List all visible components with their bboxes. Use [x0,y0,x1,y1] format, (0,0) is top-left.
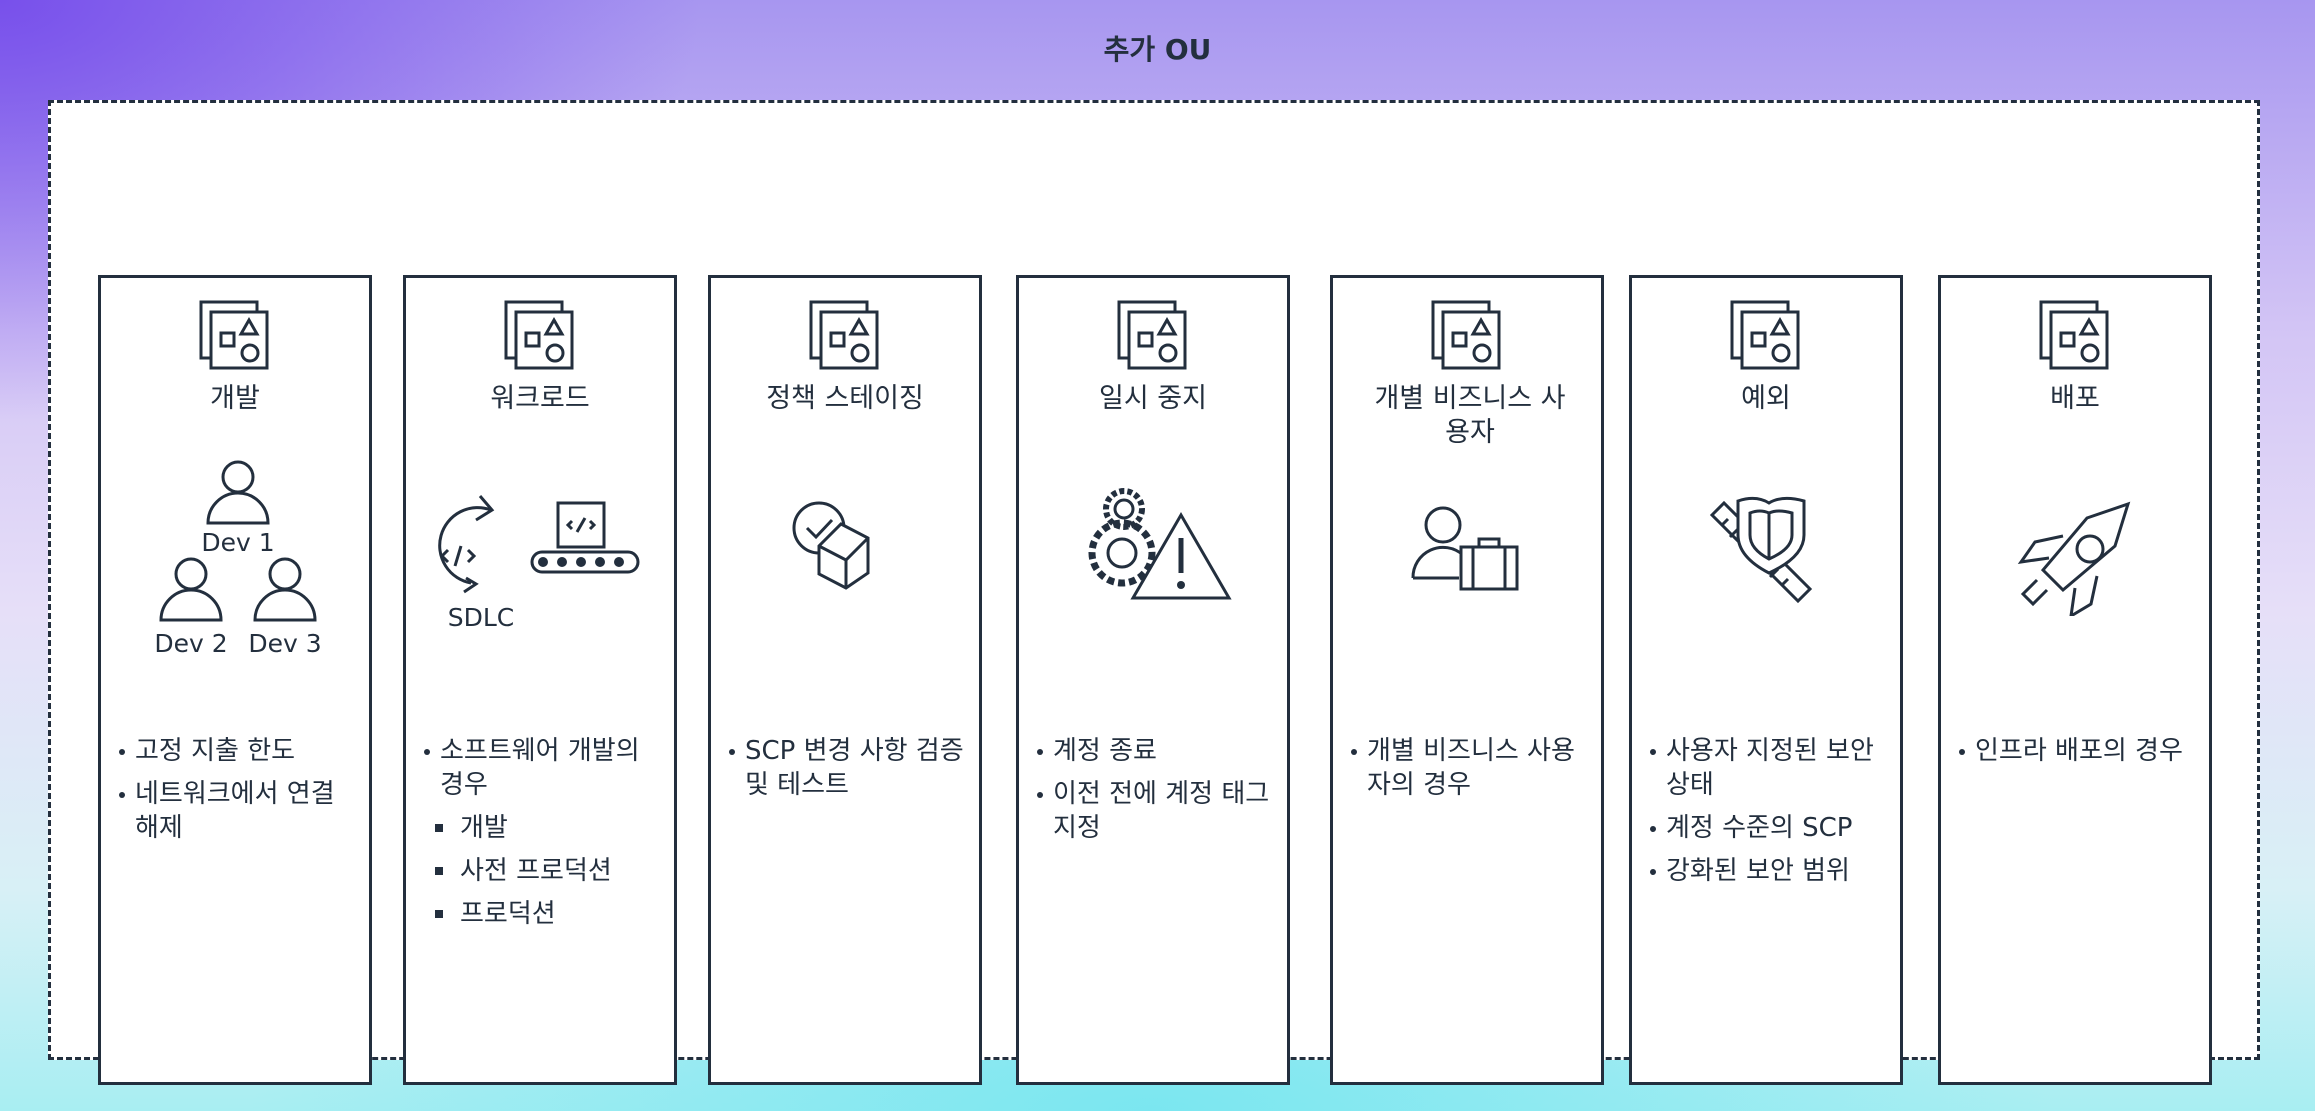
rocket-icon [2017,501,2131,616]
column-individual-business-users: 개별 비즈니스 사용자 개별 비즈니스 사용자의 경우 [1330,275,1604,1085]
column-title: 워크로드 [490,383,590,414]
bullet-list: 소프트웨어 개발의 경우 개발 사전 프로덕션 프로덕션 [422,734,664,940]
bullet-item: 고정 지출 한도 [117,734,359,768]
check-box-icon [792,501,870,590]
page-title: 추가 OU [1103,33,1212,66]
ou-icon [504,300,574,370]
dev3-label: Dev 3 [248,629,321,658]
sub-bullet-item: 프로덕션 [422,897,664,931]
column-deployments: 배포 인프라 배포의 경우 [1938,275,2212,1085]
bullet-item: 강화된 보안 범위 [1648,854,1890,888]
bullet-item: 계정 수준의 SCP [1648,811,1890,845]
column-title: 개별 비즈니스 사용자 [1374,383,1566,448]
additional-ou-container: 개발 Dev 1 Dev 2 Dev 3 고정 지출 한도 네트워크에서 연결 … [48,100,2260,1085]
bullet-item: 인프라 배포의 경우 [1957,734,2199,768]
bullet-list: 개별 비즈니스 사용자의 경우 [1349,734,1591,811]
column-development: 개발 Dev 1 Dev 2 Dev 3 고정 지출 한도 네트워크에서 연결 … [98,275,372,1085]
column-title: 정책 스테이징 [766,383,924,414]
bullet-list: SCP 변경 사항 검증 및 테스트 [727,734,969,811]
dev2-label: Dev 2 [154,629,227,658]
column-title: 배포 [2050,383,2100,414]
column-title: 예외 [1741,383,1791,414]
gears-warning-icon [1088,488,1232,600]
sub-bullet-item: 개발 [422,811,664,845]
bullet-list: 인프라 배포의 경우 [1957,734,2199,777]
column-exceptions: 예외 사용자 지정된 보안 상태 계정 수준의 SCP 강화된 보안 범위 [1629,275,1903,1085]
bullet-item: 네트워크에서 연결 해제 [117,777,359,845]
bullet-item: 사용자 지정된 보안 상태 [1648,734,1890,802]
bullet-item: SCP 변경 사항 검증 및 테스트 [727,734,969,802]
bullet-list: 사용자 지정된 보안 상태 계정 수준의 SCP 강화된 보안 범위 [1648,734,1890,897]
column-workloads: 워크로드 SDLC 소프트웨어 개발의 경우 개발 사전 프로덕션 프로덕션 [403,275,677,1085]
dev1-label: Dev 1 [201,528,274,557]
bullet-item: 계정 종료 [1035,734,1277,768]
bullet-list: 계정 종료 이전 전에 계정 태그 지정 [1035,734,1277,854]
ou-icon [2039,300,2109,370]
ou-icon [1431,300,1501,370]
ou-icon [199,300,269,370]
column-title: 일시 중지 [1099,383,1207,414]
sub-bullet-item: 사전 프로덕션 [422,854,664,888]
ruler-shield-icon [1709,496,1813,604]
user-briefcase-icon [1411,506,1519,591]
column-suspended: 일시 중지 계정 종료 이전 전에 계정 태그 지정 [1016,275,1290,1085]
column-title: 개발 [210,383,260,414]
sdlc-label: SDLC [448,603,515,632]
ou-icon [1730,300,1800,370]
bullet-list: 고정 지출 한도 네트워크에서 연결 해제 [117,734,359,854]
bullet-item: 이전 전에 계정 태그 지정 [1035,777,1277,845]
users-icon: Dev 1 Dev 2 Dev 3 [154,460,322,658]
sdlc-cycle-icon: SDLC [438,495,640,632]
bullet-item: 소프트웨어 개발의 경우 [422,734,664,802]
ou-icon [809,300,879,370]
ou-icon [1117,300,1187,370]
column-policy-staging: 정책 스테이징 SCP 변경 사항 검증 및 테스트 [708,275,982,1085]
bullet-item: 개별 비즈니스 사용자의 경우 [1349,734,1591,802]
